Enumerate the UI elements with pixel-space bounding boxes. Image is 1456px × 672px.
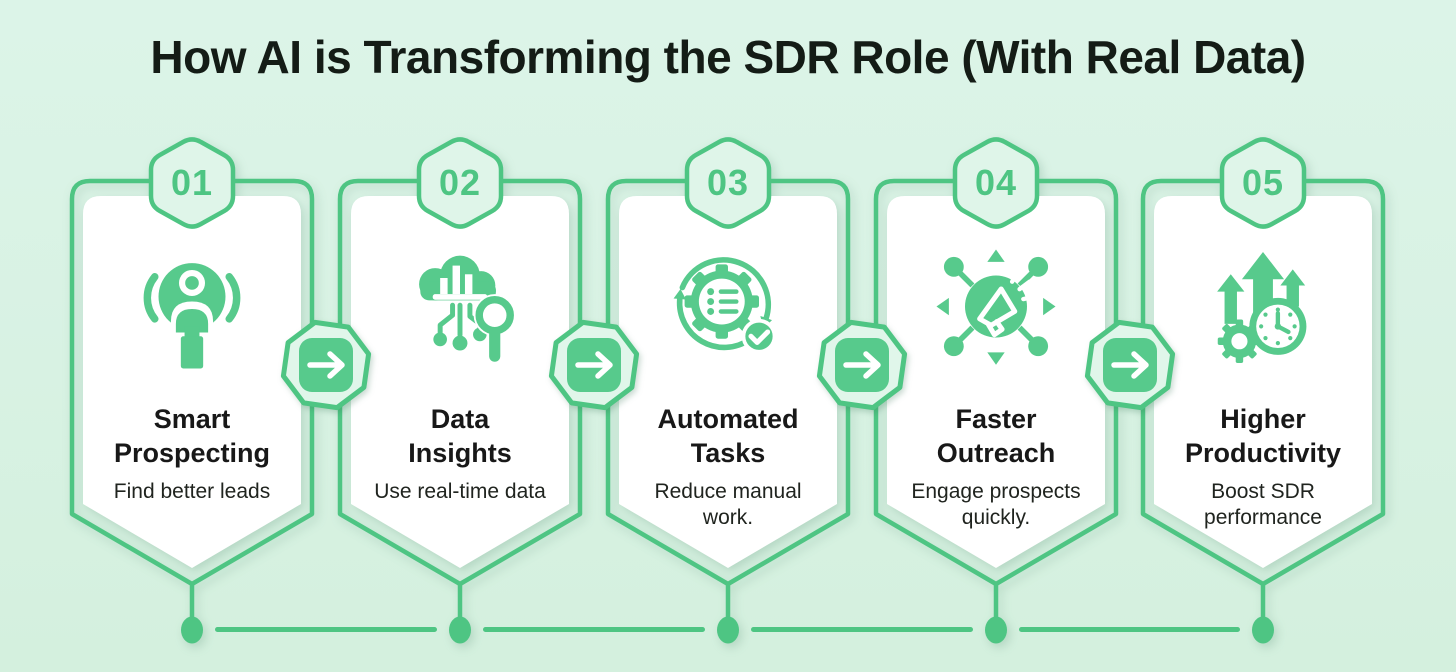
- card-shape: [873, 137, 1119, 644]
- number-hexagon-badge: [952, 137, 1040, 229]
- timeline-dot: [717, 616, 739, 644]
- step-number: 02: [438, 162, 482, 203]
- step-number: 04: [974, 162, 1018, 203]
- timeline-dot: [181, 616, 203, 644]
- step-number: 03: [706, 162, 750, 203]
- step-subtitle: Engage prospects quickly.: [911, 480, 1081, 529]
- growth-arrows-clock-icon: [1217, 251, 1307, 363]
- timeline-dot: [449, 616, 471, 644]
- step-card-5: 05: [1137, 135, 1389, 647]
- connector-octagon-2: [546, 317, 642, 413]
- connector-octagon-3: [814, 317, 910, 413]
- card-shape: [69, 137, 315, 644]
- megaphone-network-icon: [936, 249, 1056, 365]
- person-search-icon: [143, 263, 241, 369]
- number-hexagon-badge: [684, 137, 772, 229]
- timeline-segment: [751, 627, 973, 632]
- step-title: Automated Tasks: [657, 404, 799, 468]
- arrow-right-icon: [548, 319, 640, 411]
- timeline-segment: [215, 627, 437, 632]
- step-title: Higher Productivity: [1184, 404, 1342, 468]
- cloud-analytics-search-icon: [419, 255, 516, 362]
- step-card-4: 04 Faster Out: [870, 135, 1122, 647]
- step-title: Data Insights: [408, 404, 512, 468]
- timeline-dot: [1252, 616, 1274, 644]
- gear-checklist-icon: [673, 257, 777, 354]
- card-shape: [1140, 137, 1386, 644]
- connector-octagon-4: [1082, 317, 1178, 413]
- number-hexagon-badge: [148, 137, 236, 229]
- number-hexagon-badge: [1219, 137, 1307, 229]
- connector-octagon-1: [278, 317, 374, 413]
- card-shape: [337, 137, 583, 644]
- number-hexagon-badge: [416, 137, 504, 229]
- timeline-segment: [483, 627, 705, 632]
- page-title: How AI is Transforming the SDR Role (Wit…: [150, 31, 1306, 83]
- step-card-1: 01 Smart Prospecting Find better leads: [66, 135, 318, 647]
- step-card-3: 03: [602, 135, 854, 647]
- step-title: Faster Outreach: [936, 404, 1056, 468]
- step-subtitle: Boost SDR performance: [1204, 480, 1322, 529]
- step-subtitle: Find better leads: [113, 480, 271, 503]
- step-number: 01: [170, 162, 214, 203]
- arrow-right-icon: [816, 319, 908, 411]
- step-number: 05: [1241, 162, 1285, 203]
- arrow-right-icon: [280, 319, 372, 411]
- step-subtitle: Use real-time data: [374, 480, 546, 503]
- timeline-dot: [985, 616, 1007, 644]
- step-subtitle: Reduce manual work.: [654, 480, 802, 529]
- timeline-segment: [1019, 627, 1240, 632]
- arrow-right-icon: [1084, 319, 1176, 411]
- step-title: Smart Prospecting: [113, 404, 271, 468]
- card-shape: [605, 137, 851, 644]
- step-card-2: 02: [334, 135, 586, 647]
